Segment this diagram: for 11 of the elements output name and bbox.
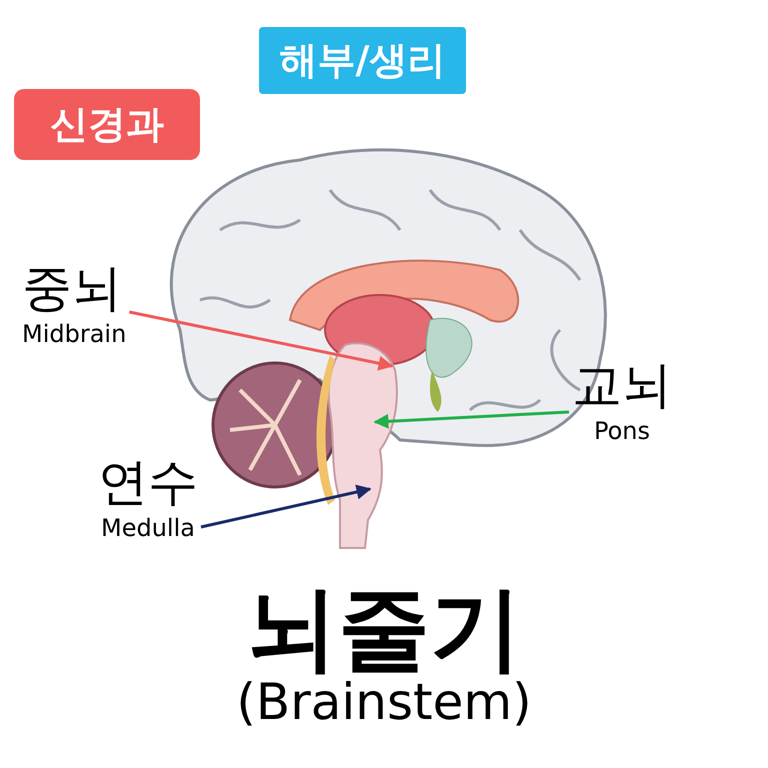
leader-arrow bbox=[200, 484, 372, 528]
part-label: 교뇌 bbox=[572, 355, 672, 415]
part-sublabel: Pons bbox=[592, 416, 651, 447]
part-label: 연수 bbox=[98, 452, 198, 512]
leader-arrow bbox=[374, 410, 570, 429]
leader-arrow bbox=[129, 310, 394, 371]
category-badge: 신경과 bbox=[14, 89, 200, 160]
category-badge: 해부/생리 bbox=[259, 27, 466, 94]
part-label: 중뇌 bbox=[22, 258, 123, 318]
part-sublabel: Medulla bbox=[100, 513, 196, 544]
part-sublabel: Midbrain bbox=[22, 319, 126, 350]
